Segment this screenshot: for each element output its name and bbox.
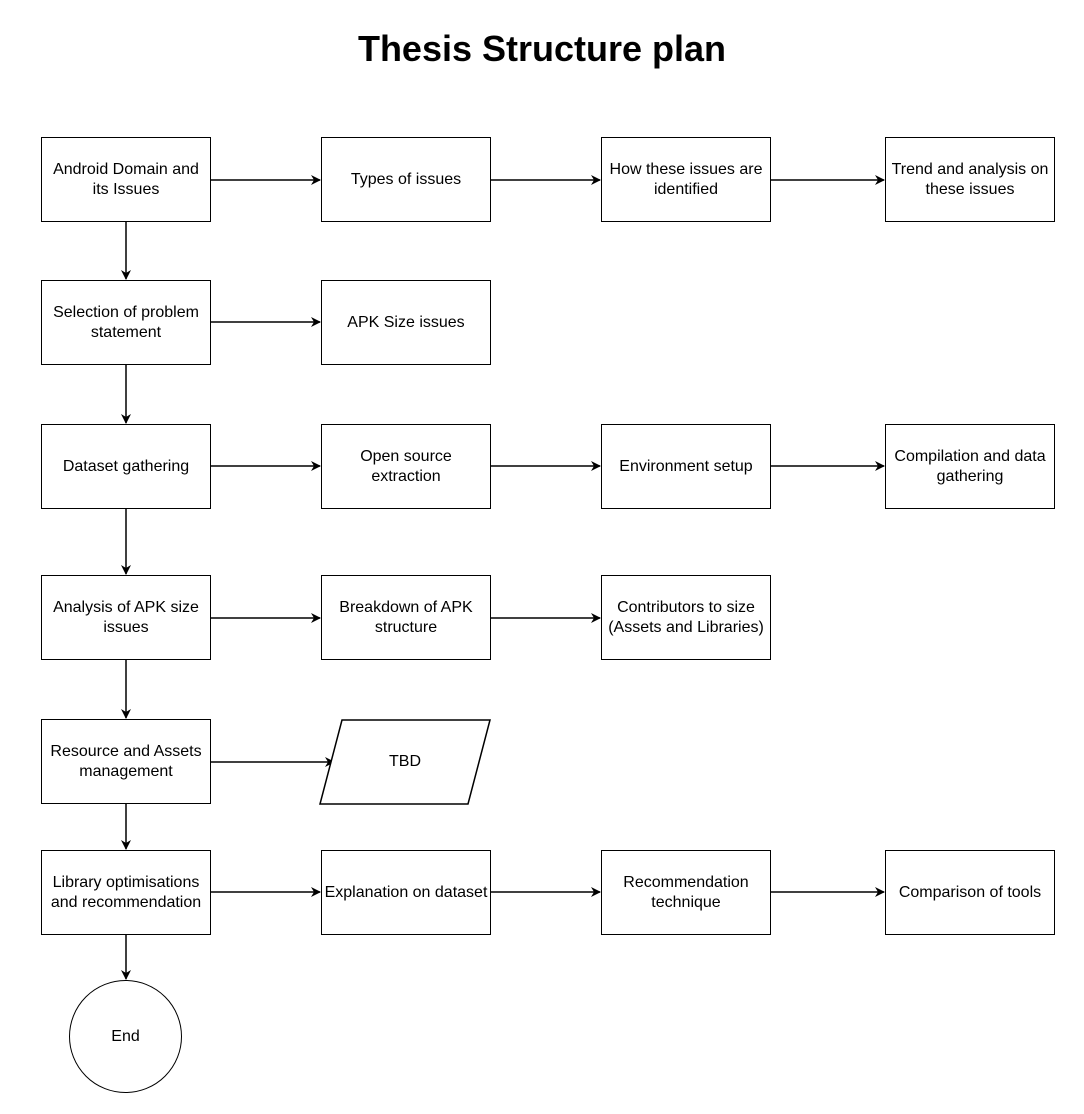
node-breakdown-apk[interactable]: Breakdown of APK structure [321, 575, 491, 660]
node-analysis-apk[interactable]: Analysis of APK size issues [41, 575, 211, 660]
node-recommendation-technique[interactable]: Recommendation technique [601, 850, 771, 935]
node-label: Comparison of tools [898, 883, 1042, 901]
node-label: Android Domain and its Issues [53, 160, 199, 198]
node-trend-analysis[interactable]: Trend and analysis on these issues [885, 137, 1055, 222]
node-selection-problem[interactable]: Selection of problem statement [41, 280, 211, 365]
node-library-optimisations[interactable]: Library optimisations and recommendation [41, 850, 211, 935]
node-label: Environment setup [619, 457, 753, 475]
node-label: Compilation and data gathering [894, 447, 1046, 485]
node-open-source-extraction[interactable]: Open source extraction [321, 424, 491, 509]
node-compilation-data[interactable]: Compilation and data gathering [885, 424, 1055, 509]
node-label: Recommendation technique [623, 873, 749, 911]
node-tbd[interactable]: TBD [330, 720, 480, 804]
node-label: End [111, 1027, 140, 1045]
node-label: Trend and analysis on these issues [891, 160, 1049, 198]
node-types-of-issues[interactable]: Types of issues [321, 137, 491, 222]
node-label: How these issues are identified [609, 160, 763, 198]
node-label: Explanation on dataset [324, 883, 488, 901]
node-contributors-size[interactable]: Contributors to size (Assets and Librari… [601, 575, 771, 660]
node-label: Resource and Assets management [50, 742, 202, 780]
node-label: TBD [389, 753, 421, 770]
node-label: Analysis of APK size issues [53, 598, 199, 636]
node-label: APK Size issues [347, 313, 465, 331]
node-label: Contributors to size (Assets and Librari… [608, 598, 764, 636]
node-label: Selection of problem statement [53, 303, 199, 341]
node-label: Breakdown of APK structure [339, 598, 473, 636]
node-dataset-gathering[interactable]: Dataset gathering [41, 424, 211, 509]
node-how-identified[interactable]: How these issues are identified [601, 137, 771, 222]
node-label: Open source extraction [360, 447, 452, 485]
diagram-title: Thesis Structure plan [357, 28, 727, 69]
node-android-domain[interactable]: Android Domain and its Issues [41, 137, 211, 222]
node-label: Types of issues [350, 170, 462, 188]
tbd-parallelogram-shape [319, 719, 491, 805]
node-end[interactable]: End [69, 980, 182, 1093]
node-resource-assets[interactable]: Resource and Assets management [41, 719, 211, 804]
node-apk-size-issues[interactable]: APK Size issues [321, 280, 491, 365]
node-environment-setup[interactable]: Environment setup [601, 424, 771, 509]
node-label: Dataset gathering [62, 457, 190, 475]
node-label: Library optimisations and recommendation [50, 873, 202, 911]
node-explanation-dataset[interactable]: Explanation on dataset [321, 850, 491, 935]
node-comparison-tools[interactable]: Comparison of tools [885, 850, 1055, 935]
